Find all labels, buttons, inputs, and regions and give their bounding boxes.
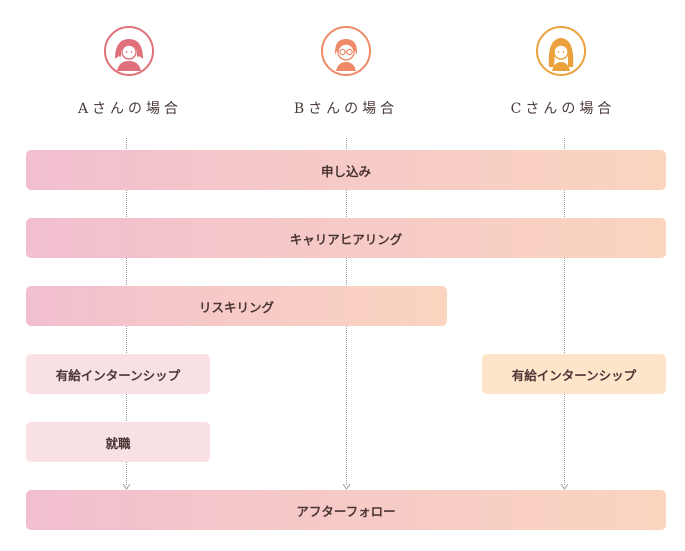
step-internship-a: 有給インターンシップ <box>26 354 210 394</box>
case-label-c: Cさんの場合 <box>510 101 616 117</box>
woman-glasses-icon <box>334 39 358 71</box>
arrow-down-icon-c <box>560 482 569 491</box>
step-employment: 就職 <box>26 422 210 462</box>
case-label-a: Aさんの場合 <box>77 101 183 117</box>
step-after-follow: アフターフォロー <box>26 490 666 530</box>
step-apply: 申し込み <box>26 150 666 190</box>
avatar-b <box>321 26 371 76</box>
woman-long-hair-icon <box>548 38 574 71</box>
case-label-b: Bさんの場合 <box>293 101 399 117</box>
avatar-a <box>104 26 154 76</box>
avatar-c <box>536 26 586 76</box>
woman-short-hair-icon <box>115 39 143 71</box>
arrow-down-icon-b <box>342 482 351 491</box>
step-career-hearing: キャリアヒアリング <box>26 218 666 258</box>
step-reskilling: リスキリング <box>26 286 447 326</box>
step-internship-c: 有給インターンシップ <box>482 354 666 394</box>
arrow-down-icon-a <box>122 482 131 491</box>
timeline-c <box>564 138 565 485</box>
